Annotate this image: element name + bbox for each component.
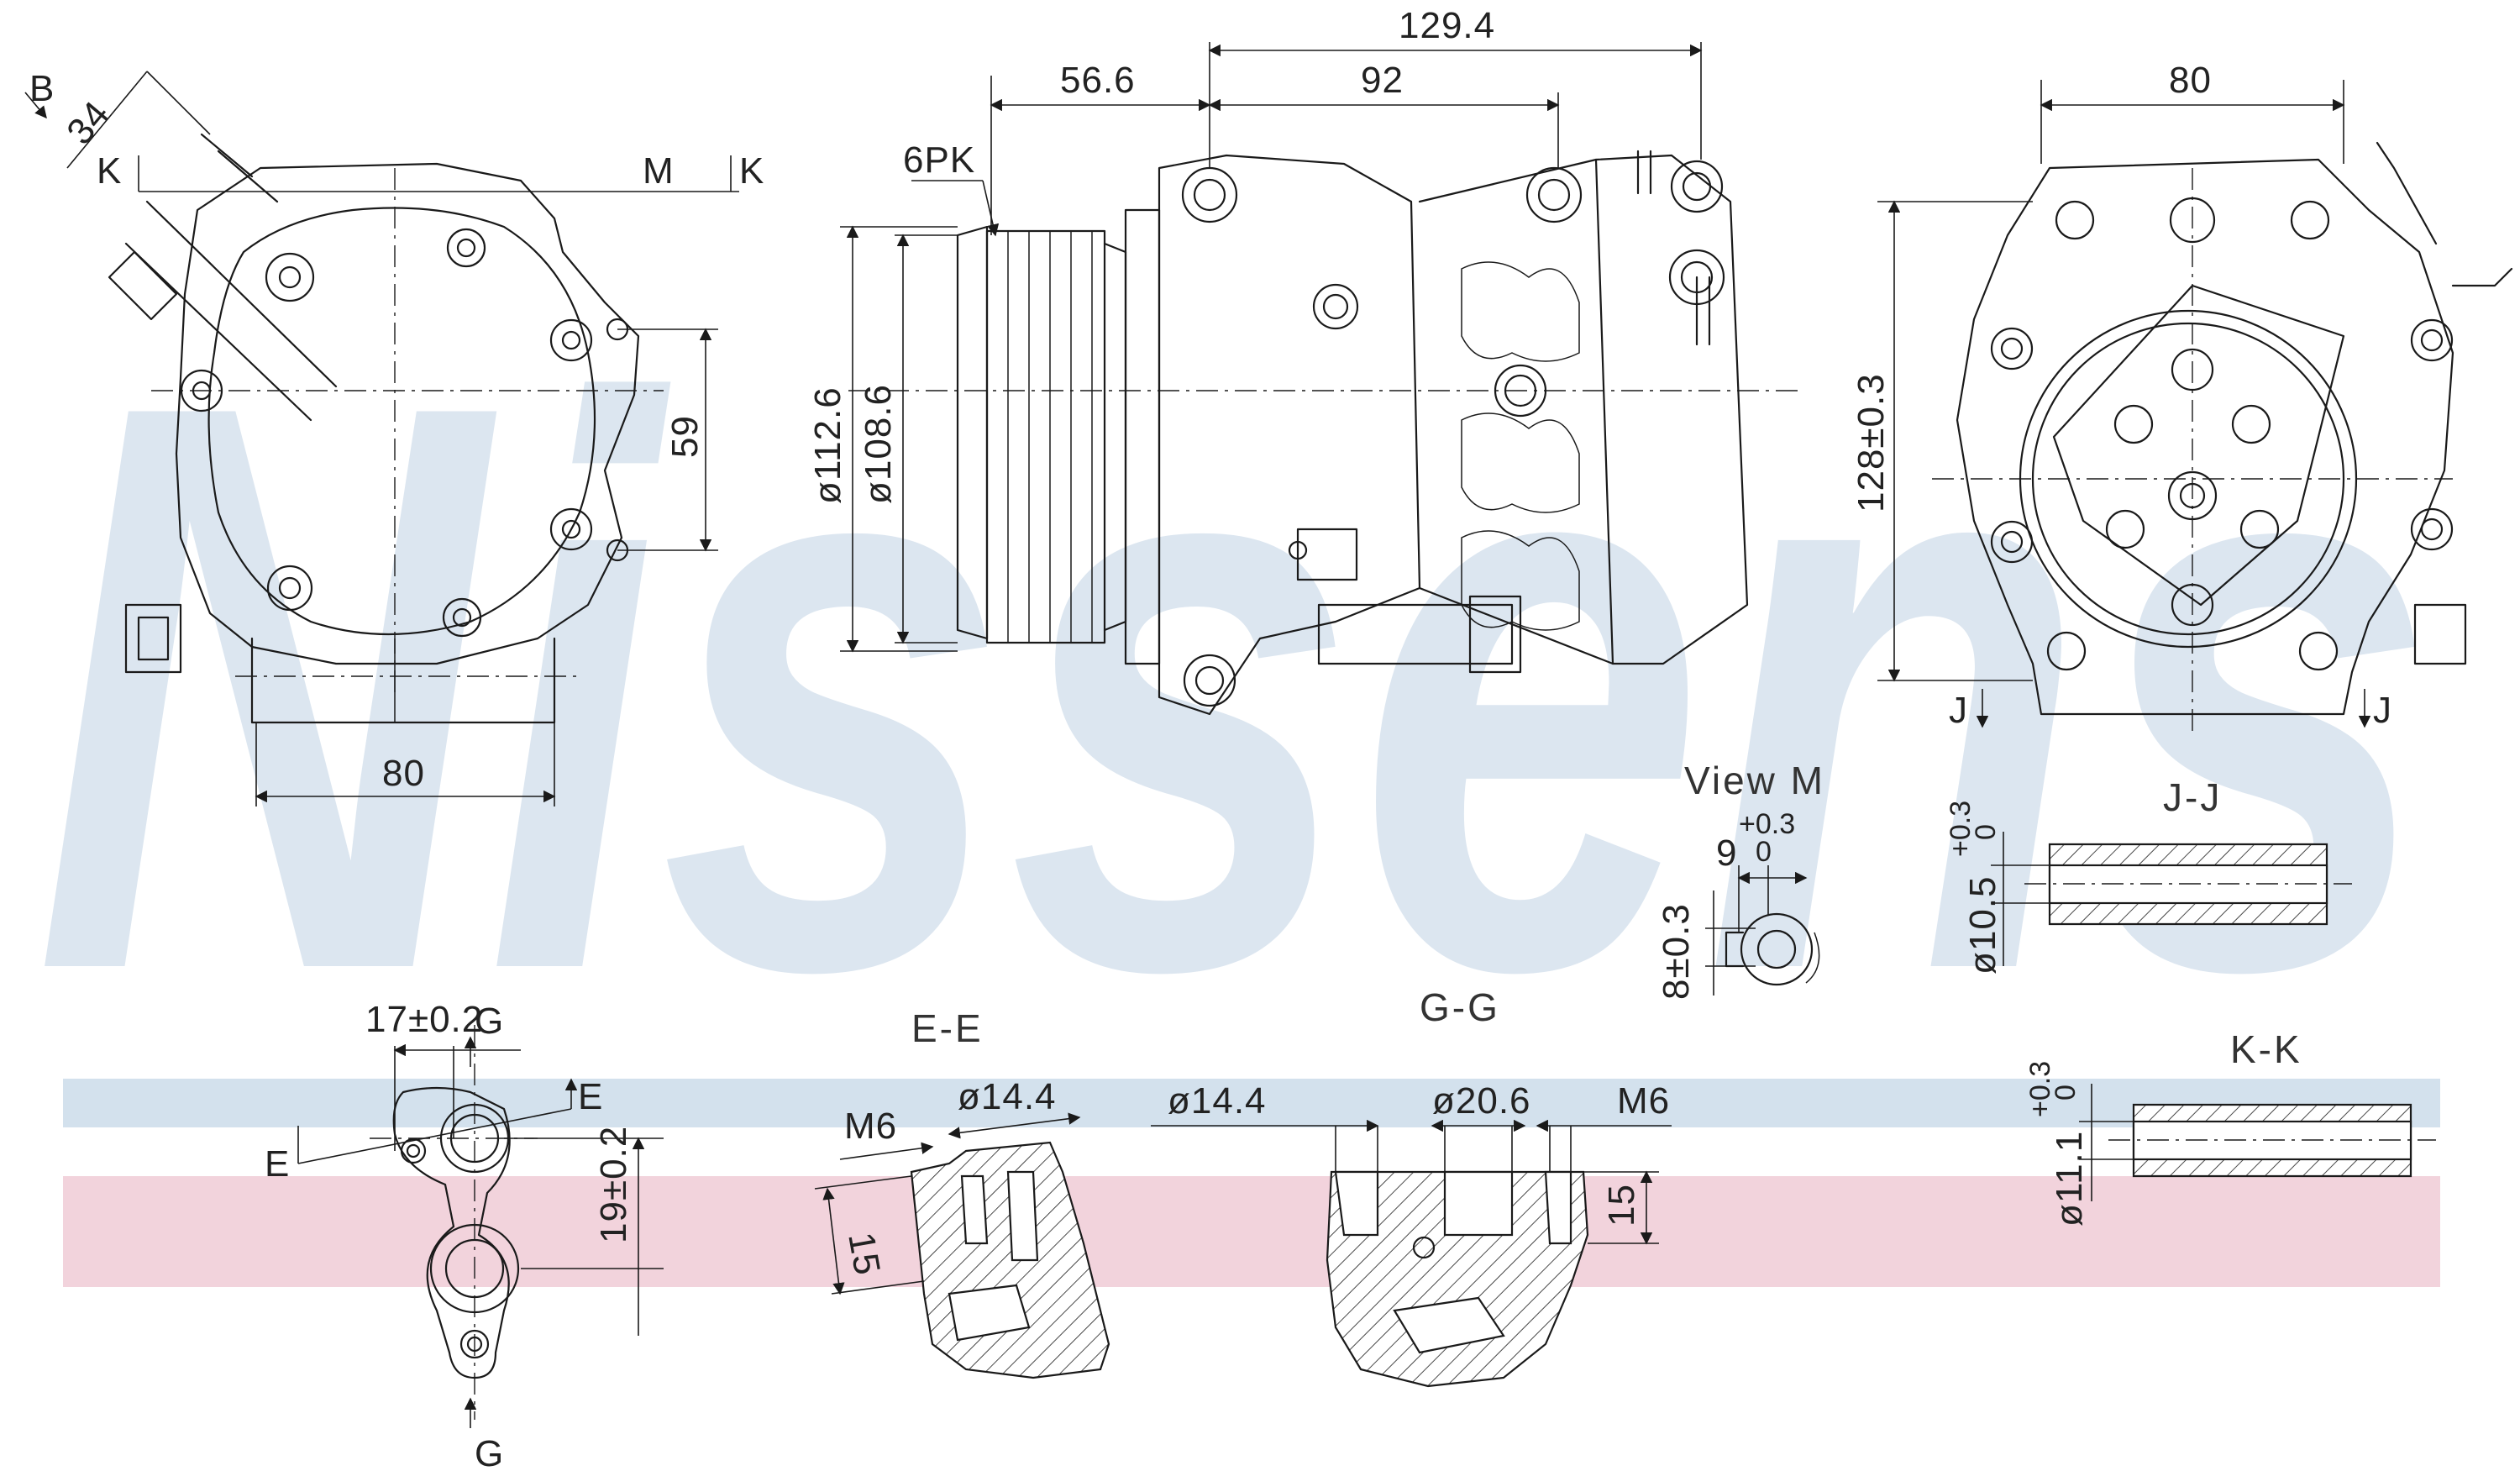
- section-gg-m6: M6: [1617, 1080, 1670, 1122]
- section-gg: G-G ø14.4 ø20.6 M6 15: [1151, 985, 1672, 1388]
- section-gg-dia-14: ø14.4: [1168, 1080, 1267, 1122]
- flange-dim-17: 17±0.2: [365, 999, 483, 1040]
- section-ee-m6: M6: [844, 1106, 897, 1147]
- view-m-dim-9: 9: [1716, 833, 1737, 874]
- dim-pulley-inner-dia: ø108.6: [858, 384, 899, 504]
- view-m-tol-upper: +0.3: [1739, 808, 1795, 840]
- marker-k-right: K: [739, 150, 764, 192]
- section-ee-15: 15: [840, 1229, 888, 1279]
- marker-b: B: [29, 68, 55, 109]
- section-kk-tol-upper: +0.3: [2024, 1061, 2056, 1117]
- marker-e-right: E: [578, 1076, 603, 1117]
- section-jj-dia: ø10.5: [1962, 875, 2003, 975]
- section-ee-dia: ø14.4: [958, 1076, 1057, 1117]
- section-kk-dia: ø11.1: [2049, 1131, 2090, 1227]
- marker-j-left: J: [1949, 690, 1968, 731]
- view-m-tol-lower: 0: [1756, 836, 1772, 868]
- view-m: View M 9 +0.3 0 8±0.3: [1656, 759, 1825, 1000]
- flange-dim-19: 19±0.2: [593, 1126, 634, 1243]
- dim-body-length: 92: [1361, 60, 1404, 101]
- dim-front-height: 128±0.3: [1851, 373, 1892, 512]
- view-m-dim-8: 8±0.3: [1656, 903, 1697, 1000]
- section-jj-tol-upper: +0.3: [1945, 801, 1977, 857]
- flange-detail: E E G G 17±0.2 19±0.2: [265, 999, 664, 1471]
- dim-pulley-offset: 56.6: [1060, 60, 1136, 101]
- section-gg-15: 15: [1601, 1184, 1642, 1227]
- section-gg-title: G-G: [1420, 985, 1500, 1029]
- section-ee-title: E-E: [911, 1006, 984, 1050]
- marker-g-top: G: [475, 1001, 504, 1042]
- section-jj-tol-lower: 0: [1970, 824, 2002, 840]
- section-kk-tol-lower: 0: [2050, 1085, 2082, 1101]
- marker-e-left: E: [265, 1143, 290, 1185]
- dim-overall-length: 129.4: [1399, 5, 1495, 46]
- view-m-title: View M: [1684, 759, 1825, 802]
- section-kk-title: K-K: [2230, 1027, 2302, 1071]
- front-view: 80 128±0.3 J J: [1851, 60, 2513, 731]
- marker-m: M: [643, 150, 675, 192]
- section-ee: E-E M6 ø14.4 15: [814, 1006, 1110, 1379]
- section-gg-dia-20: ø20.6: [1432, 1080, 1531, 1122]
- section-jj-title: J-J: [2163, 775, 2222, 819]
- marker-g-bottom: G: [475, 1433, 504, 1471]
- dim-angle: 34: [59, 93, 118, 153]
- dim-front-width: 80: [2169, 60, 2212, 101]
- marker-j-right: J: [2373, 690, 2392, 731]
- section-jj: J-J ø10.5 +0.3 0: [1945, 775, 2352, 975]
- dim-pulley-outer-dia: ø112.6: [807, 386, 848, 504]
- belt-profile: 6PK: [903, 139, 975, 181]
- dim-rear-height: 59: [664, 415, 706, 458]
- watermark-band-blue: [63, 1079, 2440, 1127]
- marker-k-left: K: [97, 150, 122, 192]
- section-kk: K-K ø11.1 +0.3 0: [2024, 1027, 2436, 1227]
- side-view: 129.4 56.6 92 6PK ø112.6 ø108.6: [807, 5, 1798, 716]
- watermark-band-pink: [63, 1176, 2440, 1287]
- dim-rear-width: 80: [382, 753, 425, 794]
